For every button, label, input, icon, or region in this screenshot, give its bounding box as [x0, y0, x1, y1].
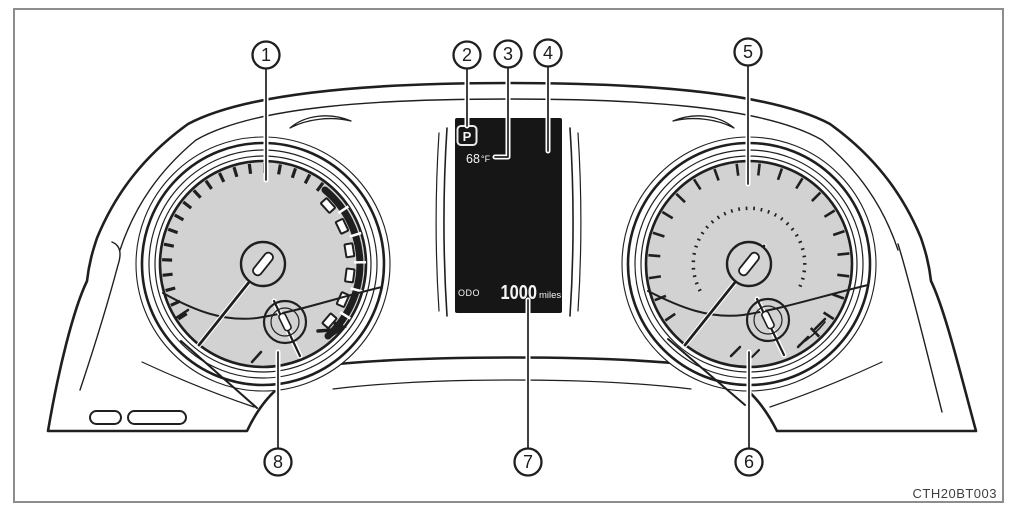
outside-temperature-display: 68 °F	[466, 152, 491, 166]
tachometer-band-marks	[320, 197, 367, 329]
callout-4: 4	[533, 38, 563, 154]
fuel-gauge	[262, 298, 308, 359]
display-bezel-walls	[435, 127, 582, 317]
temperature-gauge	[745, 296, 791, 358]
right-edge-contour	[897, 243, 943, 413]
left-trim-highlight	[289, 115, 352, 129]
odometer-unit: miles	[539, 290, 561, 301]
right-trim-highlight	[672, 115, 735, 129]
callout-5: 5	[733, 37, 763, 187]
arch-echo-line	[332, 379, 692, 390]
multi-information-display: P 68 °F ODO 1000 miles	[455, 118, 562, 313]
temperature-scale-marks	[729, 317, 827, 359]
left-corner-contour	[141, 361, 255, 408]
figure-border	[13, 8, 1004, 503]
odometer-value: 1000	[501, 280, 537, 303]
tachometer-gauge	[135, 136, 391, 409]
svg-text:7: 7	[523, 452, 533, 472]
svg-text:2: 2	[462, 45, 472, 65]
callout-2: 2	[452, 40, 482, 129]
svg-text:3: 3	[503, 44, 513, 64]
right-corner-contour	[769, 361, 883, 408]
cluster-button-large	[127, 410, 187, 425]
speedometer-inner-scale-dots	[691, 206, 807, 292]
display-screen	[455, 118, 562, 313]
tachometer-separator	[162, 286, 383, 320]
callout-6: 6	[734, 349, 764, 477]
tachometer-trim-line	[180, 340, 258, 409]
speedometer-gauge	[621, 136, 877, 406]
speedometer-needle	[682, 240, 773, 348]
tachometer-needle-hub	[252, 251, 274, 277]
speedometer-trim-line	[667, 338, 746, 406]
speedometer-needle-hub	[738, 251, 760, 277]
callouts: 1 2 3 4 5 6	[251, 37, 764, 477]
callout-1: 1	[251, 40, 281, 183]
svg-text:1: 1	[261, 45, 271, 65]
callout-8: 8	[263, 349, 293, 477]
svg-text:5: 5	[743, 42, 753, 62]
svg-text:6: 6	[744, 452, 754, 472]
svg-text:4: 4	[543, 43, 553, 63]
outside-temperature-unit: °F	[481, 154, 491, 164]
figure-code: CTH20BT003	[913, 486, 997, 501]
odometer-label: ODO	[458, 288, 480, 298]
tachometer-needle	[196, 240, 287, 348]
shift-position-indicator: P	[463, 129, 472, 144]
left-edge-contour	[79, 241, 121, 391]
temperature-needle-hub	[761, 310, 775, 330]
callout-7: 7	[513, 297, 543, 477]
speedometer-separator	[647, 284, 869, 317]
outside-temperature-value: 68	[466, 152, 480, 166]
cluster-button-small	[89, 410, 122, 425]
fuel-needle-hub	[278, 312, 292, 332]
fuel-scale-marks	[174, 308, 347, 364]
callout-3: 3	[492, 39, 523, 160]
svg-text:8: 8	[273, 452, 283, 472]
cluster-buttons	[89, 410, 187, 425]
fuel-filler-arrow-icon	[333, 321, 347, 336]
